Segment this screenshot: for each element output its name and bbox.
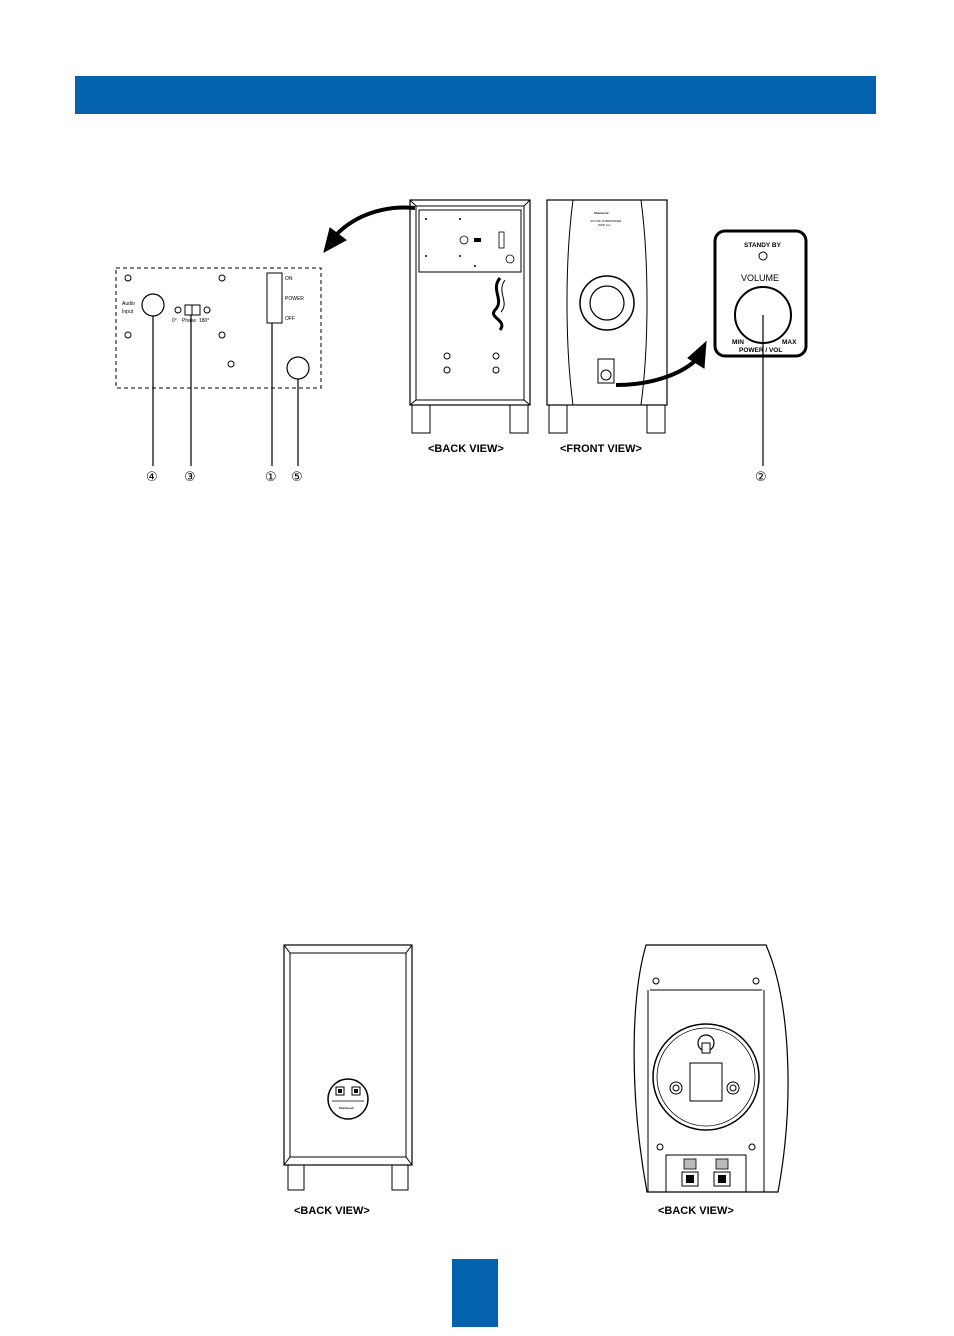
power-switch [267, 273, 282, 323]
max-label: MAX [782, 339, 797, 346]
callout-3: ③ [184, 470, 196, 485]
left-terminal-brand-logo: Sherwood [339, 1106, 354, 1110]
left-arrow-icon [336, 207, 415, 235]
subwoofer-front-view [547, 200, 667, 433]
callout-4: ④ [146, 470, 158, 485]
power-vol-label: POWER / VOL [739, 347, 782, 354]
phase-mid-label: Phase [182, 318, 196, 324]
sat-right-back-view-caption: <BACK VIEW> [658, 1205, 734, 1217]
satellite-back-view-right [634, 945, 788, 1192]
callout-2: ② [755, 470, 767, 485]
audio-input-jack [142, 294, 164, 316]
callout-1: ① [265, 470, 277, 485]
sub-back-view-caption: <BACK VIEW> [428, 443, 504, 455]
subwoofer-back-view [410, 200, 530, 433]
sub-front-view-caption: <FRONT VIEW> [560, 443, 642, 455]
standby-led [759, 252, 767, 260]
terminal-plate [328, 1079, 368, 1119]
phase-left-label: 0° [172, 318, 177, 324]
switch-on-label: ON [285, 276, 293, 282]
front-badge-line-2: SWP-xxx [598, 223, 611, 227]
phase-right-label: 180° [199, 318, 209, 324]
front-brand-logo: Sherwood [594, 211, 609, 215]
standby-label: STANDY BY [744, 242, 782, 249]
switch-power-label: POWER [285, 296, 304, 302]
audio-input-label-1: Audio [122, 301, 135, 307]
right-arrow-icon [616, 360, 696, 385]
switch-off-label: OFF [285, 316, 295, 322]
min-label: MIN [732, 339, 744, 346]
satellite-back-view-left [284, 945, 412, 1190]
page-number-tab [452, 1259, 498, 1327]
fuse-holder [287, 357, 309, 379]
volume-label: VOLUME [741, 273, 779, 283]
callout-5: ⑤ [291, 470, 303, 485]
sat-left-back-view-caption: <BACK VIEW> [294, 1205, 370, 1217]
audio-input-label-2: Input [122, 309, 134, 315]
